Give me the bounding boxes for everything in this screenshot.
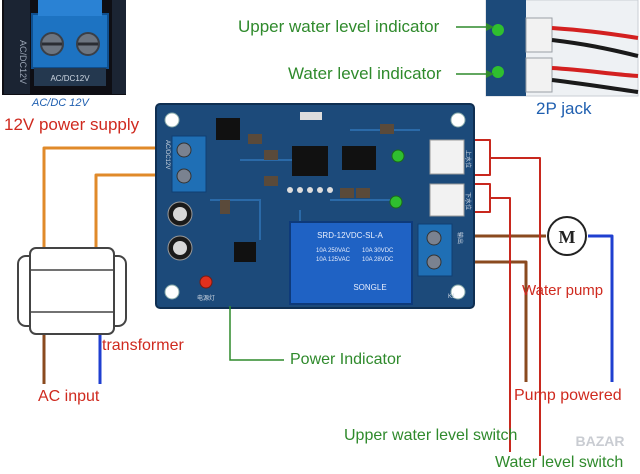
power-indicator-pointer <box>229 306 284 361</box>
power-supply-label: 12V power supply <box>4 115 140 134</box>
inset-lower-led <box>492 66 504 78</box>
transformer <box>17 247 127 335</box>
motor-symbol: M <box>547 216 587 256</box>
upper-level-jack <box>429 139 465 175</box>
inset-side-text: AC/DC12V <box>18 40 28 84</box>
relay-rating-3: 10A 30VDC <box>362 248 394 254</box>
relay-k1: K1 <box>448 294 456 300</box>
mount-hole-br <box>450 284 466 300</box>
pcb-board: AC/DC12V 电源灯 上水位 下水位 <box>155 103 475 309</box>
ic-chip-2 <box>342 146 376 170</box>
relay-rating-2: 10A 125VAC <box>316 257 351 263</box>
motor-letter: M <box>559 227 576 247</box>
lower-level-jack <box>429 183 465 217</box>
upper-switch-label: Upper water level switch <box>344 427 518 444</box>
ic-chip <box>292 146 328 176</box>
supply-wire-2 <box>94 173 175 258</box>
power-led <box>199 275 213 289</box>
ac-input-label: AC input <box>38 388 100 405</box>
output-terminal-label: 输出 <box>456 232 464 244</box>
transistor <box>234 242 256 262</box>
power-indicator-label: Power Indicator <box>290 351 402 368</box>
water-switch-label: Water level switch <box>495 454 624 471</box>
lower-switch-wire <box>490 197 511 452</box>
pointers <box>229 23 494 361</box>
voltage-regulator <box>216 118 240 140</box>
jack-inset <box>485 0 639 97</box>
relay-rating-1: 10A 250VAC <box>316 248 351 254</box>
pump-wire-blue <box>588 234 614 382</box>
pcb-power-terminal <box>171 135 207 193</box>
upper-level-led <box>391 149 405 163</box>
water-level-led <box>389 195 403 209</box>
inset-caption: AC/DC 12V <box>32 97 89 109</box>
pcb-terminal-label: AC/DC12V <box>164 140 170 169</box>
jack-label: 2P jack <box>536 99 592 118</box>
lower-jack-label: 下水位 <box>464 192 472 210</box>
pump-powered-label: Pump powered <box>514 387 622 404</box>
relay-model: SRD-12VDC-SL-A <box>317 231 383 240</box>
water-pump-label: Water pump <box>522 282 604 299</box>
upper-jack-label: 上水位 <box>464 150 472 168</box>
mount-hole-tl <box>164 112 180 128</box>
mount-hole-tr <box>450 112 466 128</box>
supply-wire-1 <box>42 146 175 258</box>
upper-indicator-label: Upper water level indicator <box>238 17 440 36</box>
watermark: BAZAR <box>576 433 625 449</box>
transformer-label: transformer <box>102 337 184 354</box>
terminal-inset: AC/DC12V AC/DC12V <box>2 0 126 95</box>
relay-brand: SONGLE <box>353 283 386 292</box>
relay <box>289 221 413 305</box>
inset-upper-led <box>492 24 504 36</box>
power-led-label: 电源灯 <box>197 294 215 302</box>
water-indicator-label: Water level indicator <box>288 64 442 83</box>
mount-hole-bl <box>164 284 180 300</box>
inset-bottom-text: AC/DC12V <box>50 74 90 83</box>
upper-switch-wire <box>490 157 541 456</box>
relay-rating-4: 10A 28VDC <box>362 257 394 263</box>
